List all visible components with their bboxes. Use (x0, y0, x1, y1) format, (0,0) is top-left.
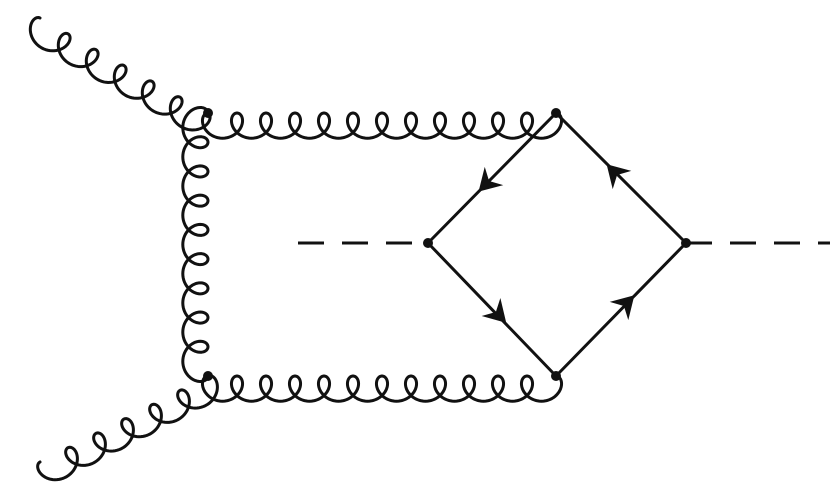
fermion-line-bottom-left (426, 241, 558, 378)
arrow-top-left (478, 166, 504, 192)
fermion-line-top-right (554, 111, 688, 245)
arrow-bottom-left (481, 297, 507, 323)
gluon-line-internal-bottom (200, 374, 564, 403)
vertex-triangle-top (551, 108, 561, 118)
vertex-gluon-bottom (203, 371, 213, 381)
arrow-top-right (606, 164, 632, 190)
gluon-line-internal-left (181, 105, 210, 384)
gluon-line-external-top (28, 16, 212, 132)
vertex-scalar-left (423, 238, 433, 248)
vertex-triangle-bottom (551, 371, 561, 381)
gluon-line-internal-top (200, 111, 564, 140)
fermion-line-bottom-right (554, 241, 688, 378)
arrow-bottom-right (609, 295, 635, 321)
vertex-gluon-top (203, 108, 213, 118)
fermion-line-top-left (426, 111, 558, 245)
vertex-scalar-right (681, 238, 691, 248)
gluon-line-external-bottom (36, 374, 219, 482)
